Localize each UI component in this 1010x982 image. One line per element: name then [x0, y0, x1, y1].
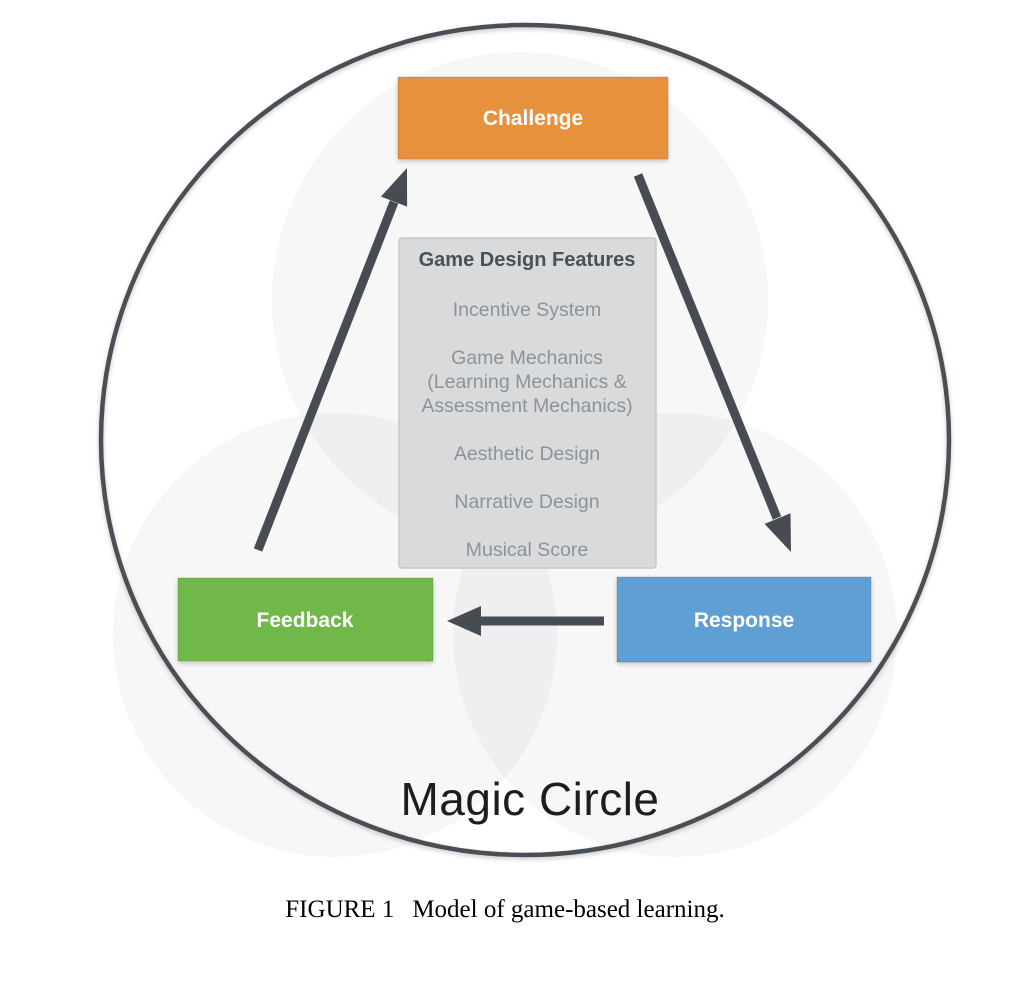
challenge-label: Challenge — [483, 107, 583, 130]
panel-item-aesthetic-design: Aesthetic Design — [454, 443, 600, 465]
figure-caption: FIGURE 1 Model of game-based learning. — [0, 896, 1010, 924]
arrow-response-to-feedback — [447, 606, 604, 636]
game-based-learning-diagram: Game Design Features Incentive System Ga… — [98, 22, 952, 858]
game-design-features-title: Game Design Features — [419, 249, 636, 271]
panel-item-musical-score: Musical Score — [466, 539, 588, 561]
figure-caption-text: Model of game-based learning. — [412, 896, 725, 923]
panel-item-game-mechanics: Game Mechanics — [451, 347, 603, 369]
game-design-features-box — [398, 237, 657, 569]
feedback-label: Feedback — [257, 609, 354, 632]
panel-item-incentive-system: Incentive System — [453, 299, 601, 321]
arrow-challenge-to-response-shaft — [633, 173, 782, 520]
magic-circle-ring — [98, 22, 952, 858]
game-design-features-panel: Game Design Features Incentive System Ga… — [398, 237, 657, 569]
response-node: Response — [616, 576, 872, 663]
challenge-node: Challenge — [397, 76, 669, 160]
figure-number-label: FIGURE 1 — [285, 896, 395, 923]
arrow-feedback-to-challenge-head — [380, 168, 408, 207]
challenge-box — [397, 76, 669, 160]
arrow-response-to-feedback-head — [447, 606, 481, 636]
arrow-feedback-to-challenge — [253, 168, 408, 552]
panel-item-learning-mechanics: (Learning Mechanics & — [427, 371, 626, 393]
panel-item-assessment-mechanics: Assessment Mechanics) — [421, 395, 632, 417]
response-box — [616, 576, 872, 663]
feedback-node: Feedback — [177, 577, 434, 662]
response-label: Response — [694, 609, 794, 632]
arrow-challenge-to-response-head — [764, 513, 791, 552]
arrow-challenge-to-response — [633, 173, 791, 552]
feedback-box — [177, 577, 434, 662]
panel-item-narrative-design: Narrative Design — [454, 491, 599, 513]
magic-circle-label: Magic Circle — [400, 773, 659, 825]
arrow-feedback-to-challenge-shaft — [253, 200, 399, 552]
